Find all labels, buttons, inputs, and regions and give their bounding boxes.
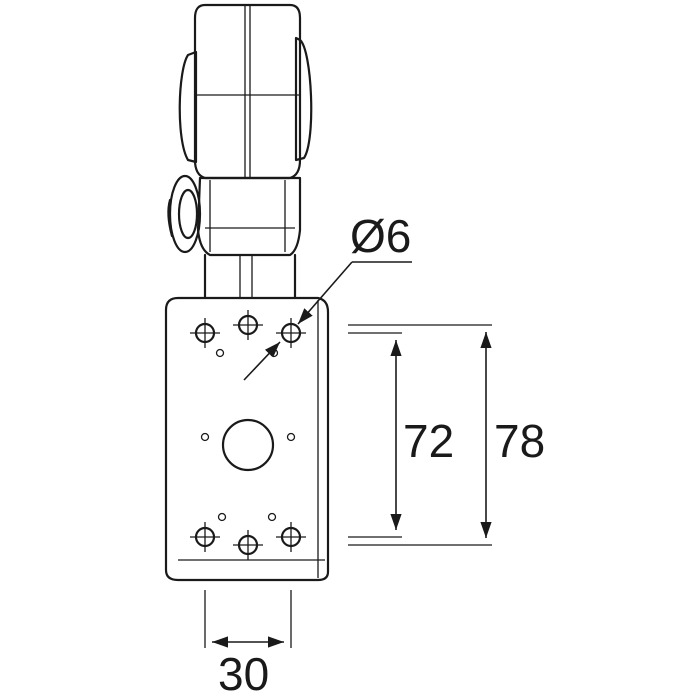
- screw-holes-bottom: [190, 522, 306, 560]
- neck: [203, 253, 297, 300]
- diameter-callout: Ø6: [243, 210, 412, 381]
- mounting-plate: [164, 296, 330, 582]
- dimension-78-label: 78: [494, 415, 545, 467]
- dimension-72-label: 72: [403, 415, 454, 467]
- screw-holes-top: [190, 310, 306, 348]
- dimension-78: 78: [348, 324, 545, 546]
- lamp-head: [178, 3, 313, 257]
- dimension-30-label: 30: [218, 648, 269, 700]
- dimension-30: 30: [204, 590, 292, 700]
- dimension-72: 72: [348, 332, 454, 538]
- diameter-label: Ø6: [350, 210, 411, 262]
- adjustment-knob: [167, 174, 202, 254]
